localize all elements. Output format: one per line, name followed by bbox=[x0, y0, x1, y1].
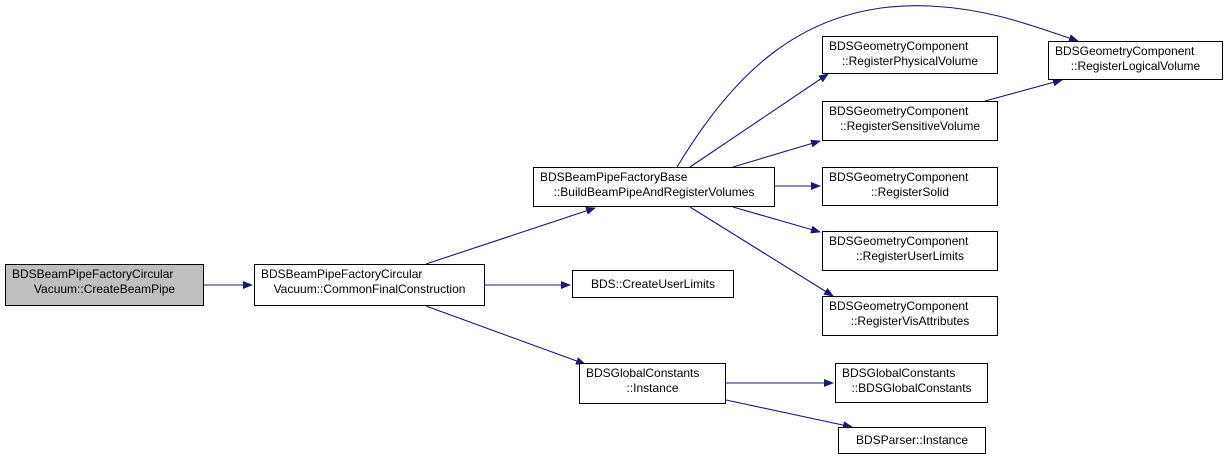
node-label-line2: ::RegisterSensitiveVolume bbox=[839, 119, 981, 133]
node-label-line2: ::BDSGlobalConstants bbox=[851, 381, 972, 395]
node-label: BDS::CreateUserLimits bbox=[590, 276, 716, 291]
edge-global_instance-to-parser_instance bbox=[725, 399, 853, 430]
node-register-physical-volume[interactable]: BDSGeometryComponent ::RegisterPhysicalV… bbox=[822, 36, 998, 74]
edge-build_beampipe-to-reg_physical bbox=[689, 73, 829, 168]
node-register-solid[interactable]: BDSGeometryComponent ::RegisterSolid bbox=[822, 167, 998, 206]
edge-build_beampipe-to-reg_sensitive bbox=[732, 139, 821, 168]
edge-build_beampipe-to-reg_userlimits bbox=[732, 206, 821, 234]
node-label-line2: ::RegisterLogicalVolume bbox=[1070, 59, 1201, 73]
node-common-final-construction[interactable]: BDSBeamPipeFactoryCircular Vacuum::Commo… bbox=[254, 264, 485, 306]
node-label-line1: BDSGlobalConstants bbox=[586, 366, 700, 380]
node-label-line2: ::RegisterUserLimits bbox=[855, 249, 965, 263]
node-global-constants-constructor[interactable]: BDSGlobalConstants ::BDSGlobalConstants bbox=[835, 363, 988, 403]
edge-common_final-to-build_beampipe bbox=[425, 207, 596, 265]
node-register-logical-volume[interactable]: BDSGeometryComponent ::RegisterLogicalVo… bbox=[1048, 41, 1223, 80]
node-label-line2: ::BuildBeamPipeAndRegisterVolumes bbox=[553, 185, 755, 199]
node-parser-instance[interactable]: BDSParser::Instance bbox=[838, 427, 986, 454]
node-label-line2: Vacuum::CommonFinalConstruction bbox=[273, 282, 466, 296]
node-create-user-limits[interactable]: BDS::CreateUserLimits bbox=[572, 270, 734, 298]
node-label-line2: ::RegisterVisAttributes bbox=[850, 314, 970, 328]
edge-build_beampipe-to-reg_visattr bbox=[689, 206, 834, 297]
node-global-constants-instance[interactable]: BDSGlobalConstants ::Instance bbox=[579, 363, 726, 404]
node-build-beampipe-and-register-volumes[interactable]: BDSBeamPipeFactoryBase ::BuildBeamPipeAn… bbox=[533, 167, 775, 207]
node-label-line1: BDSGeometryComponent bbox=[829, 39, 969, 53]
node-label-line1: BDSGeometryComponent bbox=[1055, 44, 1195, 58]
edge-reg_sensitive-to-reg_logical bbox=[984, 78, 1063, 102]
edge-build_beampipe-to-reg_logical bbox=[676, 5, 1079, 168]
edge-common_final-to-global_instance bbox=[425, 305, 586, 365]
node-register-user-limits[interactable]: BDSGeometryComponent ::RegisterUserLimit… bbox=[822, 231, 998, 271]
node-label-line2: Vacuum::CreateBeamPipe bbox=[33, 282, 176, 296]
node-label-line2: ::RegisterPhysicalVolume bbox=[841, 54, 979, 68]
node-label-line1: BDSBeamPipeFactoryCircular bbox=[261, 267, 423, 281]
node-register-sensitive-volume[interactable]: BDSGeometryComponent ::RegisterSensitive… bbox=[822, 101, 998, 141]
node-label-line1: BDSGeometryComponent bbox=[829, 104, 969, 118]
node-root-create-beam-pipe[interactable]: BDSBeamPipeFactoryCircular Vacuum::Creat… bbox=[5, 264, 204, 306]
node-register-vis-attributes[interactable]: BDSGeometryComponent ::RegisterVisAttrib… bbox=[822, 296, 998, 336]
node-label: BDSParser::Instance bbox=[855, 433, 969, 447]
node-label-line1: BDSGeometryComponent bbox=[829, 234, 969, 248]
node-label-line2: ::RegisterSolid bbox=[870, 185, 950, 199]
node-label-line1: BDSGlobalConstants bbox=[842, 366, 956, 380]
node-label-line2: ::Instance bbox=[626, 381, 679, 395]
node-label-line1: BDSBeamPipeFactoryBase bbox=[540, 170, 688, 184]
node-label-line1: BDSGeometryComponent bbox=[829, 170, 969, 184]
node-label-line1: BDSGeometryComponent bbox=[829, 299, 969, 313]
node-label-line1: BDSBeamPipeFactoryCircular bbox=[12, 267, 174, 281]
